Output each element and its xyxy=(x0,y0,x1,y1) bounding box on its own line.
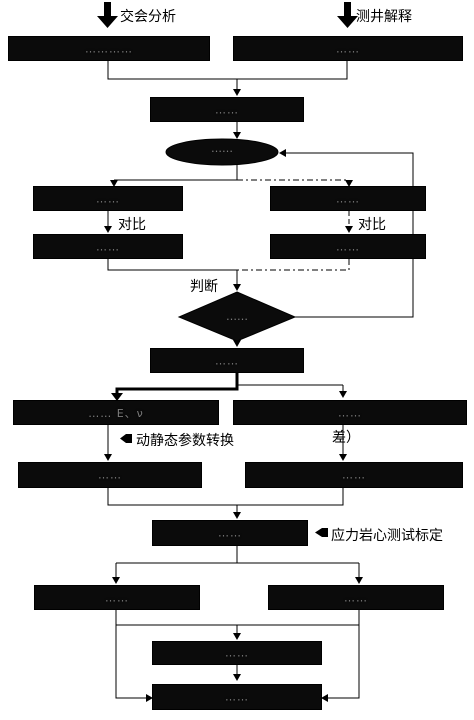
thick-down-arrow-left xyxy=(97,2,118,28)
box-left-a-text: …… xyxy=(96,192,120,205)
box-left-d: …… xyxy=(18,462,202,488)
box-right-a: …… xyxy=(270,186,426,211)
box-right-d: …… xyxy=(245,462,463,488)
box-bottom-2: …… xyxy=(152,684,322,710)
left-pointer-icon-2 xyxy=(315,528,328,537)
thick-bend-arrow xyxy=(111,373,239,401)
box-right-c-text: …… xyxy=(338,406,362,419)
box-bottom-1: …… xyxy=(152,641,322,665)
box-step-mid-text: …… xyxy=(215,354,239,367)
box-right-a-text: …… xyxy=(336,192,360,205)
label-cross-analysis: 交会分析 xyxy=(120,9,176,25)
label-dynamic-static: 动静态参数转换 xyxy=(136,433,234,449)
label-log-interpretation: 测井解释 xyxy=(356,9,412,25)
box-right-b-text: …… xyxy=(336,240,360,253)
box-left-a: …… xyxy=(33,186,183,211)
box-top-left-text: ………… xyxy=(85,42,133,55)
box-bottom-2-text: …… xyxy=(225,690,249,704)
label-judge: 判断 xyxy=(190,279,218,295)
box-stress: …… xyxy=(152,520,308,546)
box-step2-text: …… xyxy=(215,103,239,116)
label-cha: 差） xyxy=(332,430,360,446)
box-right-d-text: …… xyxy=(342,468,366,482)
oval-text: …… xyxy=(211,142,233,155)
box-bottom-1-text: …… xyxy=(225,646,249,660)
label-compare-left: 对比 xyxy=(118,217,146,233)
box-top-right-text: …… xyxy=(336,42,360,55)
left-pointer-icon-1 xyxy=(120,434,132,443)
box-right-b: …… xyxy=(270,234,426,259)
oval-shape xyxy=(165,138,279,166)
box-left-c: …… E、ν xyxy=(13,400,219,425)
box-left-e-text: …… xyxy=(105,591,129,604)
label-stress-core: 应力岩心测试标定 xyxy=(331,528,443,544)
box-left-b-text: …… xyxy=(96,240,120,253)
box-left-d-text: …… xyxy=(98,468,122,482)
box-top-left: ………… xyxy=(8,36,210,61)
box-top-right: …… xyxy=(233,36,463,61)
box-left-c-text: …… E、ν xyxy=(88,406,144,420)
label-compare-right: 对比 xyxy=(358,217,386,233)
box-right-e-text: …… xyxy=(344,591,368,604)
diamond-text: …… xyxy=(226,310,248,323)
thick-down-arrow-right xyxy=(337,2,358,28)
box-left-e: …… xyxy=(34,585,200,610)
connectors xyxy=(104,61,414,702)
decision-diamond-shape xyxy=(177,291,297,342)
box-right-c: …… xyxy=(233,400,467,425)
box-step-mid: …… xyxy=(150,348,304,373)
box-stress-text: …… xyxy=(218,526,242,540)
box-left-b: …… xyxy=(33,234,183,259)
box-step2: …… xyxy=(150,97,304,122)
box-right-e: …… xyxy=(268,585,444,610)
